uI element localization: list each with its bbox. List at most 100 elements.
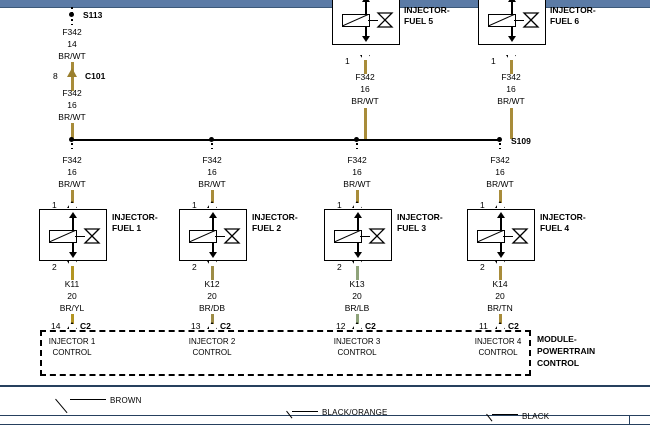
injector-3-name-line2: FUEL 3	[397, 223, 427, 233]
pcm-pin-14: 14	[51, 321, 61, 331]
injector-4-ctrl-circuit: K14	[492, 279, 508, 289]
wire-injector-1-feed	[70, 190, 74, 204]
pcm-terminal-3-icon	[352, 322, 362, 329]
injector-6-arrow-up-icon	[508, 0, 516, 2]
splice-label-s113: S113	[83, 10, 103, 20]
injector-fuel-1-symbol	[39, 209, 107, 261]
injector-1-pin-2: 2	[52, 262, 57, 272]
injector-fuel-6-name: INJECTOR- FUEL 6	[550, 5, 596, 27]
splice-dot-s113	[69, 12, 74, 17]
injector-5-coil-icon	[342, 14, 370, 27]
injector-fuel-2-symbol	[179, 209, 247, 261]
injector-6-coil-icon	[488, 14, 516, 27]
injector-1-feed-color: BR/WT	[58, 179, 86, 189]
injector-6-color: BR/WT	[497, 96, 525, 106]
injector-3-ctrl-color: BR/LB	[344, 303, 370, 313]
feed-left-gauge: 16	[67, 100, 77, 110]
legend-label-black-orange: BLACK/ORANGE	[322, 408, 388, 417]
injector-4-pin-1: 1	[480, 200, 485, 210]
injector-2-feed-gauge: 16	[207, 167, 217, 177]
splice-label-s109: S109	[511, 136, 531, 146]
wire-f342-below-c101	[70, 77, 74, 91]
injector-4-name-line2: FUEL 4	[540, 223, 570, 233]
wire-s113-stub-lower	[71, 19, 73, 25]
injector-6-link	[514, 19, 524, 21]
injector-4-top-terminal-icon	[495, 201, 505, 208]
pcm-terminal-1-line2: CONTROL	[52, 348, 92, 357]
wire-injector-4-feed	[498, 190, 502, 204]
injector-2-arrow-down-icon	[209, 252, 217, 258]
pcm-connector-c2-1: C2	[80, 321, 91, 331]
pcm-pin-11: 11	[479, 321, 488, 331]
wire-injector-2-control-lower	[210, 314, 214, 325]
injector-3-feed-color: BR/WT	[343, 179, 371, 189]
injector-fuel-6-symbol	[478, 0, 546, 45]
wire-injector-2-feed	[210, 190, 214, 204]
wire-injector-5-feed	[363, 60, 367, 74]
injector-5-circuit: F342	[355, 72, 375, 82]
injector-3-link	[360, 235, 370, 237]
injector-1-name-line1: INJECTOR-	[112, 212, 158, 222]
injector-1-feed-gauge: 16	[67, 167, 77, 177]
wire-injector-3-feed	[355, 190, 359, 204]
injector-4-coil-icon	[477, 230, 505, 243]
injector-3-arrow-down-icon	[354, 252, 362, 258]
pcm-terminal-1-label: INJECTOR 1 CONTROL	[49, 336, 96, 358]
injector-5-link	[368, 19, 378, 21]
injector-3-ctrl-gauge: 20	[352, 291, 362, 301]
injector-5-name-line2: FUEL 5	[404, 16, 434, 26]
injector-4-name-line1: INJECTOR-	[540, 212, 586, 222]
injector-fuel-1-name: INJECTOR- FUEL 1	[112, 212, 158, 234]
header-bar	[0, 0, 650, 8]
injector-3-pin-1: 1	[337, 200, 342, 210]
injector-5-valve-icon	[376, 12, 394, 28]
injector-4-feed-circuit: F342	[490, 155, 510, 165]
injector-3-coil-icon	[334, 230, 362, 243]
injector-5-terminal-icon	[360, 55, 370, 62]
legend-leader-black-orange	[292, 411, 318, 412]
injector-2-ctrl-circuit: K12	[204, 279, 220, 289]
injector-1-link	[75, 235, 85, 237]
injector-4-bottom-terminal-icon	[495, 261, 505, 268]
injector-1-top-terminal-icon	[67, 201, 77, 208]
injector-3-feed-circuit: F342	[347, 155, 367, 165]
injector-2-ctrl-gauge: 20	[207, 291, 217, 301]
injector-2-valve-icon	[223, 228, 241, 244]
wire-injector-5-to-bus	[363, 108, 367, 139]
separator-upper	[0, 385, 650, 387]
injector-4-arrow-up-icon	[497, 212, 505, 218]
legend-label-black: BLACK	[522, 412, 550, 421]
wire-injector-4-control-upper	[498, 266, 502, 280]
injector-5-name-line1: INJECTOR-	[404, 5, 450, 15]
feed-top-circuit: F342	[62, 27, 82, 37]
injector-3-name-line1: INJECTOR-	[397, 212, 443, 222]
legend-leader-black	[492, 414, 518, 415]
pcm-terminal-2-line1: INJECTOR 2	[188, 337, 236, 346]
injector-1-arrow-up-icon	[69, 212, 77, 218]
injector-2-coil-icon	[189, 230, 217, 243]
injector-4-feed-color: BR/WT	[486, 179, 514, 189]
injector-4-ctrl-color: BR/TN	[487, 303, 513, 313]
injector-1-ctrl-circuit: K11	[64, 279, 80, 289]
separator-lower	[0, 415, 650, 417]
injector-3-feed-gauge: 16	[352, 167, 362, 177]
pcm-pin-13: 13	[191, 321, 201, 331]
injector-2-name-line2: FUEL 2	[252, 223, 282, 233]
wire-bus-stub-4	[499, 143, 501, 149]
wire-injector-1-control-upper	[70, 266, 74, 280]
wire-bus-stub-2	[211, 143, 213, 149]
legend-label-brown: BROWN	[110, 396, 142, 405]
pcm-terminal-3-line1: INJECTOR 3	[333, 337, 381, 346]
injector-5-pin-1: 1	[345, 56, 350, 66]
injector-4-link	[503, 235, 513, 237]
injector-4-arrow-down-icon	[497, 252, 505, 258]
injector-6-name-line2: FUEL 6	[550, 16, 580, 26]
wire-injector-4-control-lower	[498, 314, 502, 325]
injector-2-ctrl-color: BR/DB	[199, 303, 225, 313]
pcm-terminal-3-label: INJECTOR 3 CONTROL	[334, 336, 381, 358]
injector-3-bottom-terminal-icon	[352, 261, 362, 268]
pcm-terminal-4-line1: INJECTOR 4	[474, 337, 522, 346]
injector-6-terminal-icon	[506, 55, 516, 62]
connector-c101-pin: 8	[53, 71, 58, 81]
